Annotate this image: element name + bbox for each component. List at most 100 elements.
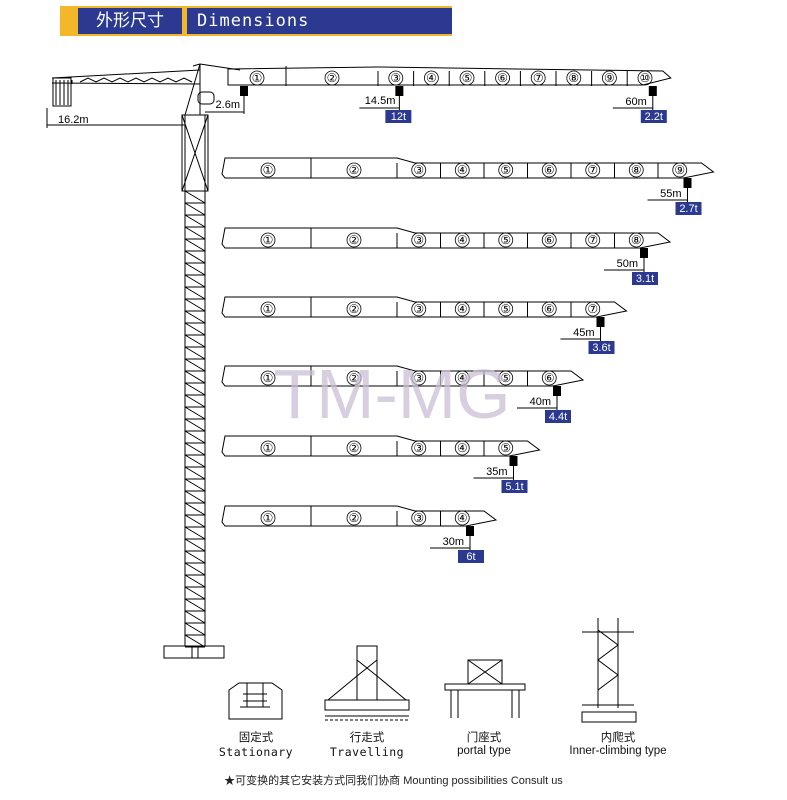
jib-section-label: ⑤ [500,163,511,177]
section-marker [498,440,514,456]
section-marker [454,232,470,248]
tip-load-box [640,110,667,123]
section-marker [454,370,470,386]
section-marker [260,440,276,456]
jib-section-label: ② [349,302,360,316]
jib-section-label: ① [263,371,274,385]
jib-section-label: ③ [413,371,424,385]
jib-outline [221,365,585,387]
tower-mast [181,114,209,658]
section-marker [585,162,601,178]
portal-base-icon [444,659,526,718]
jib-section-label: ⑦ [533,71,544,85]
mounting-stationary-en: Stationary [218,745,294,759]
watermark: TM-MG [273,355,510,433]
travelling-base-icon [324,645,410,721]
section-marker [346,370,362,386]
section-marker [459,70,475,86]
jib-length-label: 30m [443,536,464,548]
tip-load-box [675,202,702,215]
mounting-travelling-label: 行走式 Travelling [317,729,417,759]
section-marker [249,70,265,86]
mounting-inner-climbing-label: 内爬式 Inner-climbing type [548,729,688,757]
jib-section-label: ⑤ [462,71,473,85]
section-marker [260,232,276,248]
section-marker [541,370,557,386]
mounting-inner-climbing-cn: 内爬式 [600,730,636,744]
jib-section-label: ④ [457,233,468,247]
jib-section-label: ① [252,71,263,85]
jib-section-label: ⑦ [587,302,598,316]
section-marker [324,70,340,86]
jib-section-label: ④ [457,302,468,316]
jib-section-label: ② [349,233,360,247]
section-marker [585,232,601,248]
tip-load-label: 5.1t [505,481,523,493]
section-marker [541,232,557,248]
jib-length-label: 55m [660,188,681,200]
section-marker [566,70,582,86]
jib-length-label: 60m [625,96,646,108]
trolley-hook-icon [466,526,474,536]
jib-section-label: ① [263,163,274,177]
jib-section-label: ④ [457,163,468,177]
jib-section-label: ④ [457,511,468,525]
mounting-portal-label: 门座式 portal type [434,729,534,757]
footer-note: ★可变换的其它安装方式同我们协商 Mounting possibilities … [224,775,563,787]
jib-section-label: ⑤ [500,302,511,316]
mid-load-box [385,110,412,123]
jib-section-label: ③ [413,233,424,247]
tip-load-box [545,410,571,423]
jib-section-label: ① [263,441,274,455]
trolley-hook-icon [509,456,518,466]
section-marker [411,370,427,386]
jib-outline [221,296,628,318]
section-marker [495,70,511,86]
jib-section-label: ② [349,163,360,177]
jib-section-label: ⑥ [544,371,555,385]
jib-section-label: ③ [413,163,424,177]
section-marker [260,510,276,526]
jib-section-label: ⑦ [587,233,598,247]
section-marker [498,162,514,178]
trolley-hook-icon [640,248,648,258]
tip-load-box [458,550,484,563]
section-marker [672,162,688,178]
section-marker [411,301,427,317]
mounting-inner-climbing-en: Inner-climbing type [569,745,667,757]
jib-section-label: ④ [457,371,468,385]
section-marker [498,301,514,317]
jib-section-label: ⑨ [604,71,615,85]
tip-load-label: 2.7t [679,203,697,215]
tip-load-label: 3.1t [636,273,654,285]
jib-section-label: ④ [426,71,437,85]
jib-length-label: 45m [573,327,594,339]
section-marker [628,162,644,178]
counter-jib: 16.2m [46,69,201,128]
tip-load-label: 2.2t [645,111,663,123]
jib-outline [221,157,715,179]
mid-radius-label: 14.5m [365,95,396,107]
section-marker [411,232,427,248]
tip-load-label: 4.4t [549,411,567,423]
section-marker [411,510,427,526]
section-marker [637,70,653,86]
tip-load-box [588,341,615,354]
section-marker [454,440,470,456]
mounting-portal-en: portal type [457,745,511,757]
section-marker [454,301,470,317]
section-marker [628,232,644,248]
mid-load-label: 12t [391,111,406,123]
mounting-stationary-label: 固定式 Stationary [206,729,306,759]
tip-load-label: 3.6t [592,342,610,354]
tower-base [163,645,225,659]
jib-section-label: ⑥ [497,71,508,85]
section-marker [602,70,617,86]
jib-outline [227,66,672,86]
jib-section-label: ⑤ [500,371,511,385]
jib-section-label: ⑥ [544,163,555,177]
